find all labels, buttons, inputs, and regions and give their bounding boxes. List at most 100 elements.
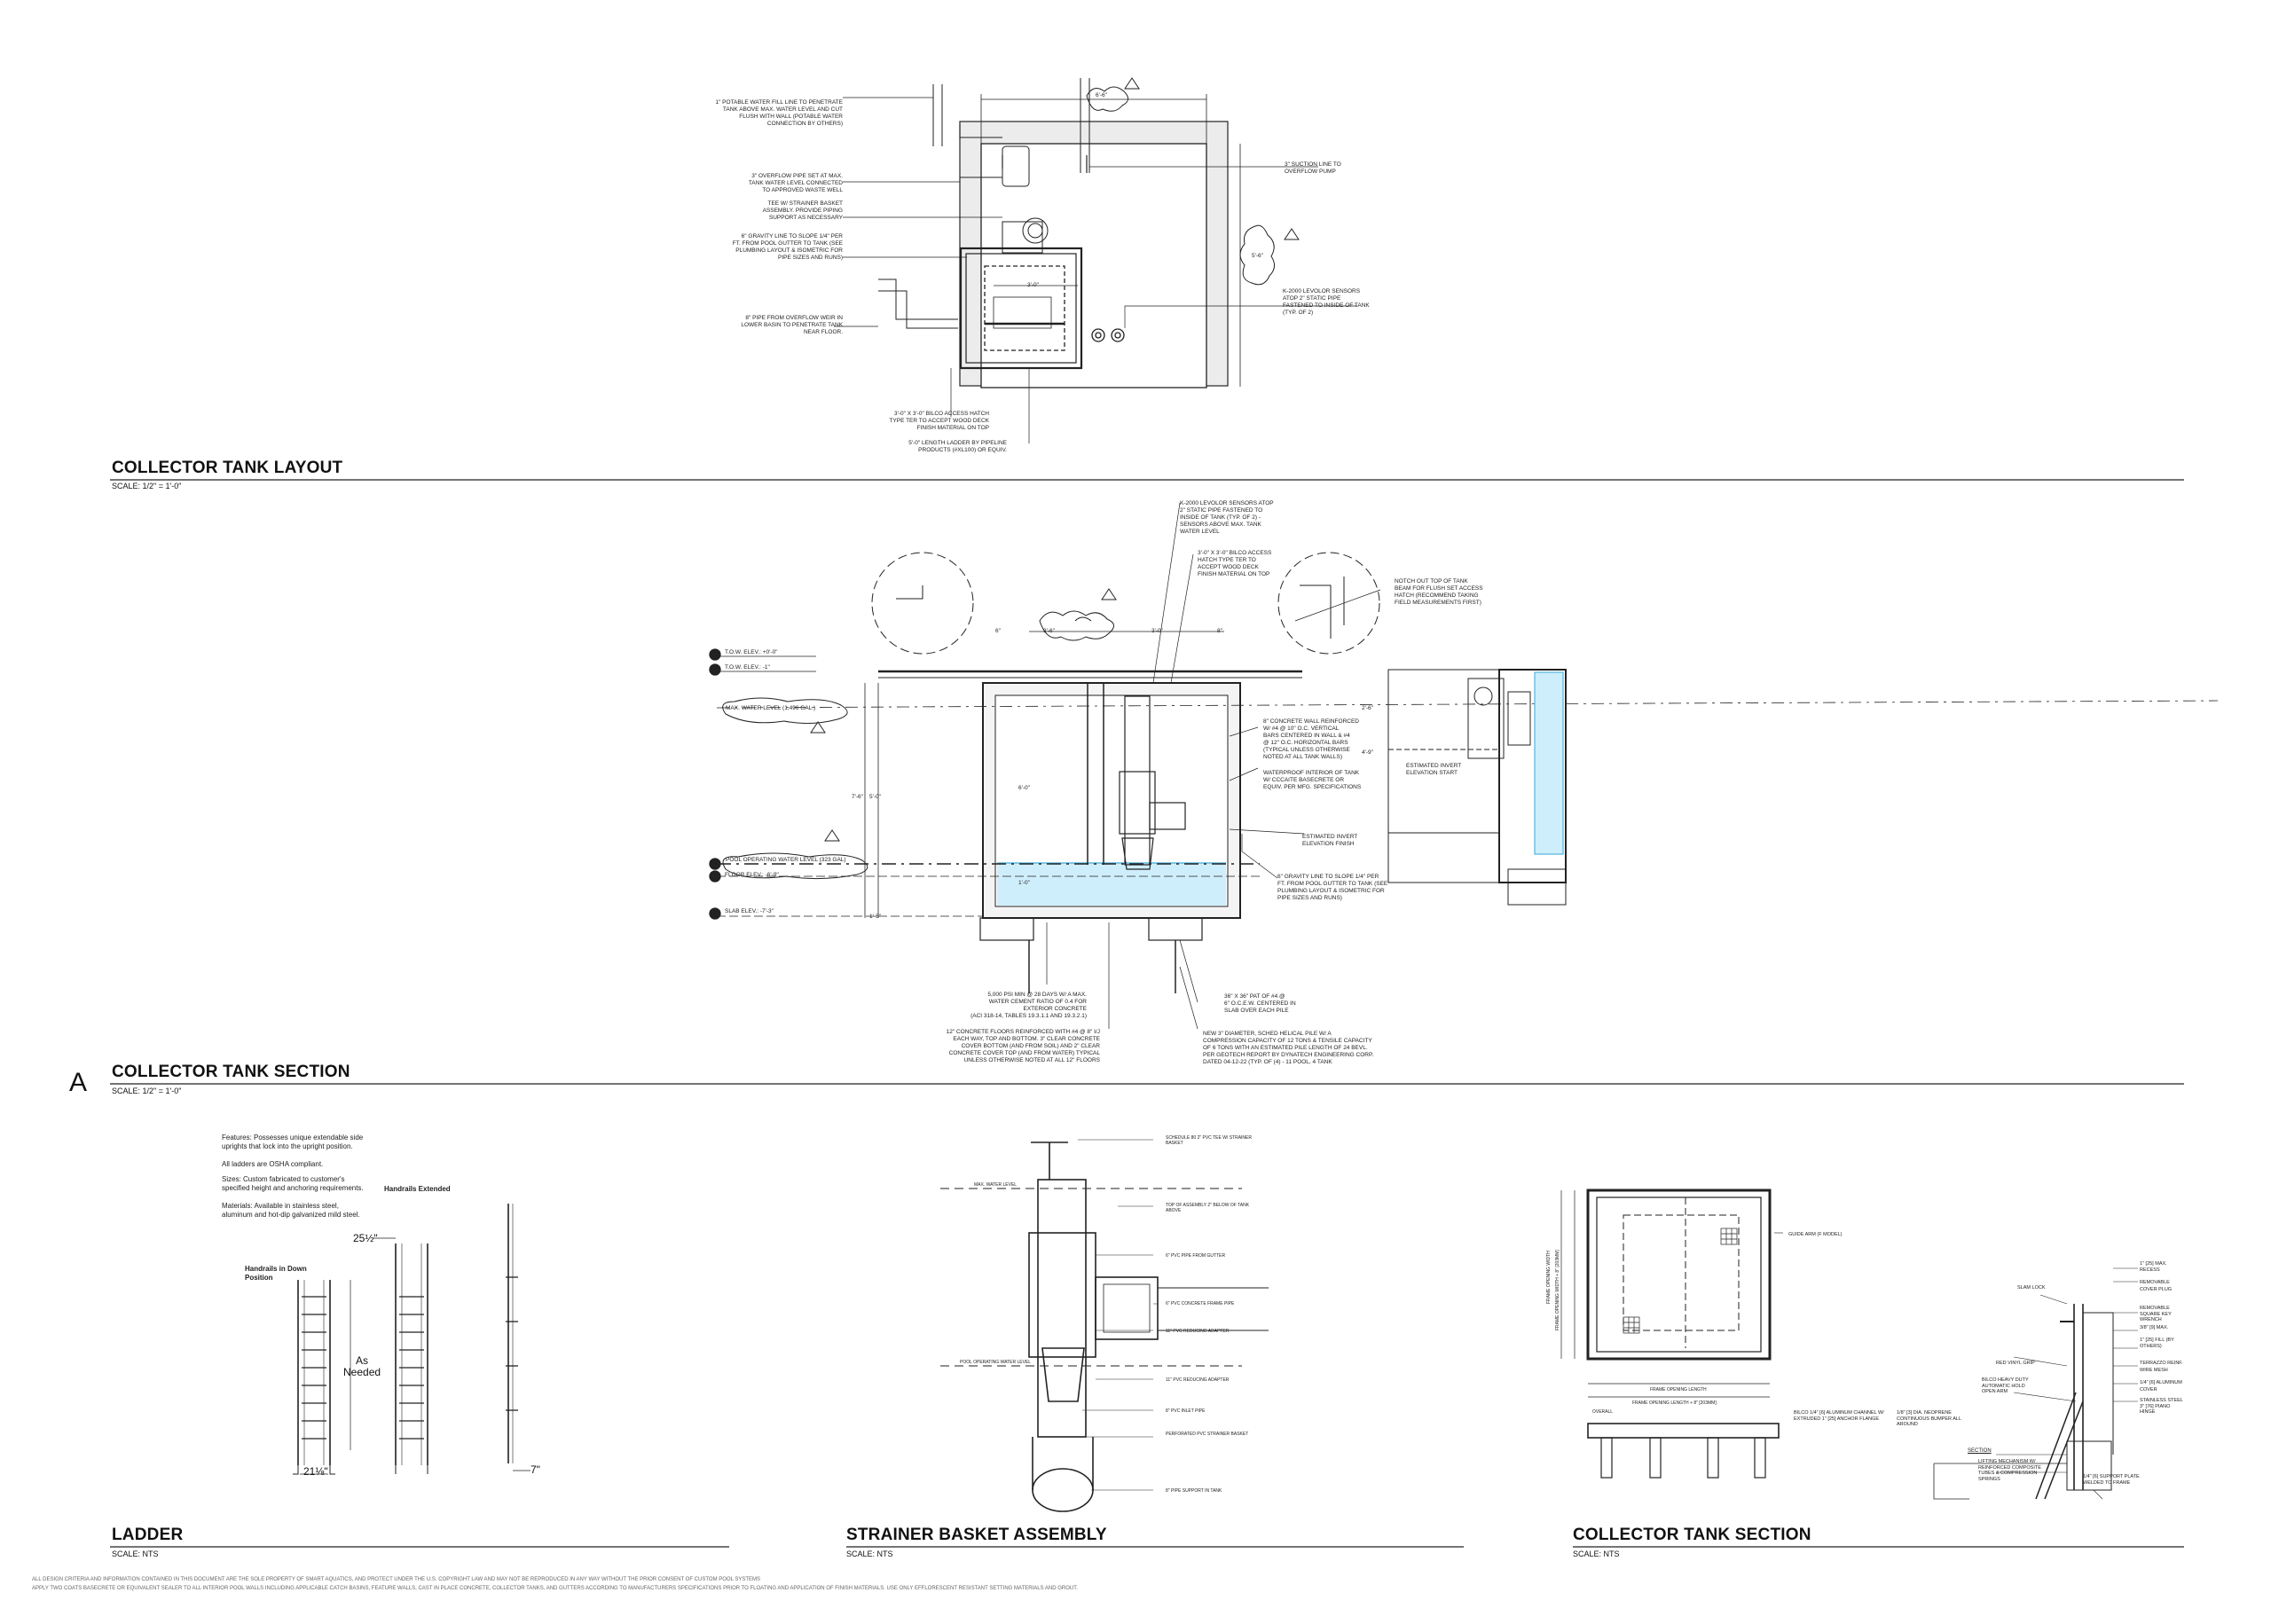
- layout-note-gravity: 6" GRAVITY LINE TO SLOPE 1/4" PER FT. FR…: [732, 233, 843, 261]
- hatch-label-bumper: 1/8" [3] DIA. NEOPRENE CONTINUOUS BUMPER…: [1897, 1410, 1961, 1427]
- section-note-invert-start: ESTIMATED INVERT ELEVATION START: [1406, 763, 1462, 776]
- hatch-label-mesh: TERRAZZO REINF. WIRE MESH: [2140, 1361, 2183, 1373]
- hatch-label-opening-length: FRAME OPENING LENGTH: [1650, 1387, 1707, 1393]
- layout-note-overflow: 3" OVERFLOW PIPE SET AT MAX. TANK WATER …: [748, 173, 843, 193]
- hatch-title: COLLECTOR TANK SECTION: [1573, 1526, 1811, 1544]
- section-dim-11: 4'-9": [1362, 749, 1373, 756]
- section-dim-7: 6'-0": [1018, 785, 1030, 791]
- hatch-label-opening-width: FRAME OPENING WIDTH: [1546, 1251, 1552, 1304]
- strainer-label-adapter-1: 11" PVC REDUCING ADAPTER: [1166, 1329, 1230, 1334]
- section-marker: A: [69, 1068, 88, 1097]
- section-dim-8: 1'-0": [1018, 880, 1030, 886]
- section-note-gravity: 6" GRAVITY LINE TO SLOPE 1/4" PER FT. FR…: [1277, 874, 1388, 901]
- strainer-label-top: TOP OF ASSEMBLY 2" BELOW OF TANK ABOVE: [1166, 1203, 1250, 1213]
- layout-dim-inner: 3'-0": [1027, 282, 1039, 288]
- elev-floor: FLOOR ELEV.: -6'-9": [725, 872, 779, 878]
- ladder-title: LADDER: [112, 1526, 184, 1544]
- hatch-grid-icon: [1623, 1228, 1738, 1334]
- section-note-sensors: K-2000 LEVOLOR SENSORS ATOP 2" STATIC PI…: [1180, 500, 1274, 535]
- strainer-label-frame-pipe: 6" PVC CONCRETE FRAME PIPE: [1166, 1301, 1235, 1306]
- ladder-feature-1: Features: Possesses unique extendable si…: [222, 1134, 364, 1150]
- section-dim-4: 8": [1217, 628, 1222, 634]
- plan-access-hatch: [959, 247, 1083, 370]
- strainer-label-adapter-2: 11" PVC REDUCING ADAPTER: [1166, 1377, 1230, 1383]
- hatch-label-guide-arm: GUIDE ARM (F MODEL): [1788, 1232, 1843, 1237]
- ladder-rungs: [302, 1276, 518, 1440]
- layout-note-ladder: 5'-0" LENGTH LADDER BY PIPELINE PRODUCTS…: [908, 440, 1007, 453]
- hatch-label-plate: 1/4" [6] SUPPORT PLATE WELDED TO FRAME: [2083, 1474, 2140, 1486]
- hatch-label-fill: 1" [25] FILL (BY OTHERS): [2140, 1338, 2174, 1349]
- layout-title: COLLECTOR TANK LAYOUT: [112, 459, 343, 477]
- section-scale: SCALE: 1/2" = 1'-0": [112, 1087, 182, 1095]
- ladder-extended-label: Handrails Extended: [384, 1185, 451, 1193]
- section-dim-2: 3'-0": [1151, 628, 1163, 634]
- layout-scale: SCALE: 1/2" = 1'-0": [112, 482, 182, 490]
- hatch-label-max: 3/8" [9] MAX.: [2140, 1325, 2169, 1330]
- ladder-scale: SCALE: NTS: [112, 1549, 159, 1558]
- section-note-waterproof: WATERPROOF INTERIOR OF TANK W/ CCCAITE B…: [1263, 770, 1362, 790]
- strainer-label-operating: POOL OPERATING WATER LEVEL: [960, 1360, 1032, 1365]
- hatch-label-vinyl-grip: RED VINYL GRIP: [1996, 1361, 2035, 1366]
- section-title: COLLECTOR TANK SECTION: [112, 1063, 350, 1081]
- hatch-label-slam-lock: SLAM LOCK: [2017, 1285, 2046, 1291]
- strainer-scale: SCALE: NTS: [846, 1549, 893, 1558]
- section-dim-9: 1'-6": [869, 914, 881, 920]
- elev-tow: T.O.W. ELEV.: +0'-0": [725, 649, 778, 655]
- layout-note-suction: 3" SUCTION LINE TO OVERFLOW PUMP: [1285, 161, 1341, 175]
- layout-note-potable: 1" POTABLE WATER FILL LINE TO PENETRATE …: [715, 99, 843, 127]
- section-dim-1: 3'-6": [1043, 628, 1055, 634]
- ladder-down-label: Handrails in Down Position: [245, 1265, 307, 1282]
- ladder-feature-4: Materials: Available in stainless steel,…: [222, 1202, 360, 1219]
- hatch-label-hinge: STAINLESS STEEL 3" [76] PIANO HINGE: [2140, 1398, 2183, 1415]
- section-dim-10: 2'-6": [1362, 705, 1373, 711]
- section-dim-3: 6": [995, 628, 1001, 634]
- strainer-label-max-water: MAX. WATER LEVEL: [974, 1182, 1018, 1188]
- section-note-hatch: 3'-0" X 3'-0" BILCO ACCESS HATCH TYPE TE…: [1198, 550, 1272, 577]
- strainer-label-tee: SCHEDULE 80 2" PVC TEE W/ STRAINER BASKE…: [1166, 1135, 1252, 1146]
- strainer-label-gutter-pipe: 6" PVC PIPE FROM GUTTER: [1166, 1253, 1226, 1259]
- layout-dim-top: 6'-6": [1096, 92, 1107, 98]
- ladder-feature-3: Sizes: Custom fabricated to customer's s…: [222, 1175, 364, 1192]
- hatch-label-alum-cover: 1/4" [6] ALUMINUM COVER: [2140, 1380, 2182, 1393]
- disclaimer-line-2: APPLY TWO COATS BASECRETE OR EQUIVALENT …: [32, 1586, 1078, 1591]
- section-note-wall: 8" CONCRETE WALL REINFORCED W/ #4 @ 10" …: [1263, 718, 1360, 760]
- section-dim-5: 7'-6": [852, 794, 863, 800]
- elev-slab: SLAB ELEV.: -7'-3": [725, 908, 774, 914]
- layout-note-tee: TEE W/ STRAINER BASKET ASSEMBLY. PROVIDE…: [762, 200, 843, 221]
- hatch-frame: [1586, 1189, 1772, 1361]
- elev-max-water: MAX. WATER LEVEL (1,496 GAL.): [726, 705, 816, 711]
- hatch-label-cover-plug: REMOVABLE COVER PLUG: [2140, 1280, 2173, 1292]
- ladder-top-dim: 25½": [353, 1232, 378, 1244]
- strainer-title: STRAINER BASKET ASSEMBLY: [846, 1526, 1107, 1544]
- layout-note-sensors: K-2000 LEVOLOR SENSORS ATOP 2" STATIC PI…: [1283, 288, 1370, 316]
- layout-dim-side: 5'-6": [1252, 253, 1263, 259]
- ladder-height-dim: As Needed: [343, 1354, 381, 1378]
- ladder-feature-2: All ladders are OSHA compliant.: [222, 1160, 324, 1168]
- elev-tow-1: T.O.W. ELEV.: -1": [725, 664, 770, 671]
- hatch-label-lifting: LIFTING MECHANISM W/ REINFORCED COMPOSIT…: [1978, 1459, 2041, 1482]
- hatch-label-width-plus: FRAME OPENING WIDTH + 8" [203mm]: [1555, 1250, 1560, 1330]
- hatch-scale: SCALE: NTS: [1573, 1549, 1620, 1558]
- section-note-floors: 12" CONCRETE FLOORS REINFORCED WITH #4 @…: [946, 1029, 1100, 1063]
- section-dim-6: 5'-0": [869, 794, 881, 800]
- layout-note-hatch: 3'-0" X 3'-0" BILCO ACCESS HATCH TYPE TE…: [889, 411, 989, 431]
- hatch-label-channel: BILCO 1/4" [6] ALUMINUM CHANNEL W/ EXTRU…: [1794, 1410, 1884, 1422]
- hatch-label-length-plus: FRAME OPENING LENGTH + 8" [203mm]: [1632, 1400, 1717, 1406]
- ladder-depth-dim: 7": [530, 1463, 540, 1476]
- elev-operating-water: POOL OPERATING WATER LEVEL (323 GAL): [726, 857, 846, 863]
- section-note-notch: NOTCH OUT TOP OF TANK BEAM FOR FLUSH SET…: [1395, 578, 1483, 606]
- strainer-label-basket: PERFORATED PVC STRAINER BASKET: [1166, 1432, 1249, 1437]
- hatch-label-overall: OVERALL: [1592, 1409, 1614, 1415]
- section-note-psi: 5,000 PSI MIN @ 28 DAYS W/ A MAX. WATER …: [970, 992, 1087, 1019]
- section-note-pile: NEW 3" DIAMETER, SCHED HELICAL PILE W/ A…: [1203, 1031, 1374, 1065]
- hatch-label-recess: 1" [25] MAX. RECESS: [2140, 1261, 2167, 1273]
- hatch-label-hold-open: BILCO HEAVY DUTY AUTOMATIC HOLD OPEN ARM: [1982, 1377, 2029, 1394]
- disclaimer-line-1: ALL DESIGN CRITERIA AND INFORMATION CONT…: [32, 1577, 761, 1582]
- ladder-width-dim: 21⅛": [303, 1465, 328, 1478]
- layout-note-8in-pipe: 8" PIPE FROM OVERFLOW WEIR IN LOWER BASI…: [741, 315, 843, 335]
- strainer-label-support: 8" PIPE SUPPORT IN TANK: [1166, 1488, 1222, 1494]
- section-note-invert-finish: ESTIMATED INVERT ELEVATION FINISH: [1302, 834, 1358, 847]
- hatch-label-section: SECTION: [1968, 1448, 1992, 1454]
